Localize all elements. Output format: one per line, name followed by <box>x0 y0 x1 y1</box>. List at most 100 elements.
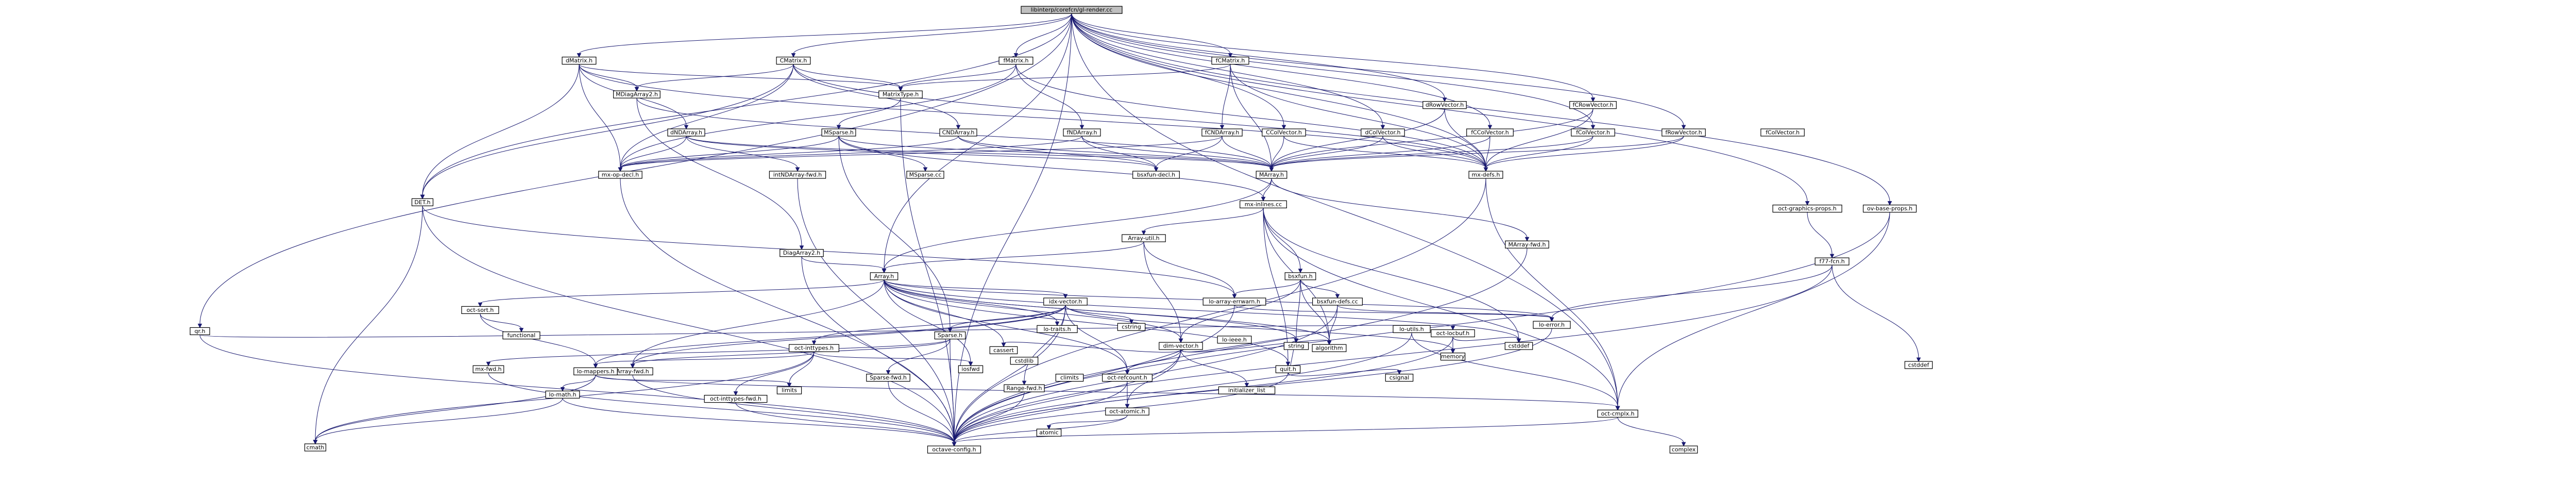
node-oct-inttypes-h[interactable]: oct-inttypes.h <box>788 344 839 352</box>
node-lo-error-h[interactable]: lo-error.h <box>1533 321 1571 329</box>
node-fcmatrix-h[interactable]: fCMatrix.h <box>1211 56 1249 65</box>
edge-msparse-to-mspcc <box>838 136 928 172</box>
node-array-h[interactable]: Array.h <box>870 272 899 280</box>
node-marray-fwd-h[interactable]: MArray-fwd.h <box>1505 240 1549 248</box>
node-memory[interactable]: memory <box>1440 352 1466 361</box>
node-cndarray-h[interactable]: CNDArray.h <box>939 128 977 137</box>
node-libinterp-corefcn-gl-render-cc[interactable]: libinterp/corefcn/gl-render.cc <box>1021 6 1123 14</box>
node-limits[interactable]: limits <box>776 386 802 394</box>
edge-sparsefwd-to-octaveconfig <box>888 381 957 447</box>
node-oct-inttypes-fwd-h[interactable]: oct-inttypes-fwd.h <box>704 394 768 403</box>
edge-line <box>884 279 1066 295</box>
node-dndarray-h[interactable]: dNDArray.h <box>667 128 705 137</box>
node-bsxfun-defs-cc[interactable]: bsxfun-defs.cc <box>1312 297 1363 306</box>
node-array-fwd-h[interactable]: Array-fwd.h <box>612 367 653 375</box>
node-fcolvector-h[interactable]: fColVector.h <box>1760 128 1805 137</box>
node-intndarray-fwd-h[interactable]: intNDArray-fwd.h <box>769 171 826 179</box>
node-sparse-fwd-h[interactable]: Sparse-fwd.h <box>866 373 910 382</box>
node-lo-mappers-h[interactable]: lo-mappers.h <box>573 367 618 375</box>
node-label: fColVector.h <box>1576 129 1610 136</box>
node-cstddef[interactable]: cstddef <box>1904 361 1933 369</box>
node-oct-graphics-props-h[interactable]: oct-graphics-props.h <box>1772 205 1842 213</box>
edge-line <box>954 381 1128 443</box>
node-mx-defs-h[interactable]: mx-defs.h <box>1468 171 1503 179</box>
node-bsxfun-h[interactable]: bsxfun.h <box>1284 272 1316 280</box>
node-lo-traits-h[interactable]: lo-traits.h <box>1037 325 1078 333</box>
node-msparse-h[interactable]: MSparse.h <box>821 128 856 137</box>
node-cassert[interactable]: cassert <box>989 346 1018 354</box>
node-lo-math-h[interactable]: lo-math.h <box>545 390 580 399</box>
node-iosfwd[interactable]: iosfwd <box>958 365 984 373</box>
node-bsxfun-decl-h[interactable]: bsxfun-decl.h <box>1132 171 1180 179</box>
node-det-h[interactable]: DET.h <box>411 198 434 206</box>
node-climits[interactable]: climits <box>1055 373 1084 382</box>
node-lo-utils-h[interactable]: lo-utils.h <box>1393 325 1431 333</box>
node-array-util-h[interactable]: Array-util.h <box>1122 234 1166 242</box>
node-fccolvector-h[interactable]: fCColVector.h <box>1466 128 1514 137</box>
node-lo-ieee-h[interactable]: lo-ieee.h <box>1217 336 1252 344</box>
node-initializer-list[interactable]: initializer_list <box>1218 386 1276 394</box>
node-msparse-cc[interactable]: MSparse.cc <box>906 171 944 179</box>
node-fndarray-h[interactable]: fNDArray.h <box>1063 128 1101 137</box>
node-oct-refcount-h[interactable]: oct-refcount.h <box>1102 373 1153 382</box>
node-dmatrix-h[interactable]: dMatrix.h <box>562 56 597 65</box>
node-algorithm[interactable]: algorithm <box>1312 344 1347 352</box>
node-frowvector-h[interactable]: fRowVector.h <box>1662 128 1706 137</box>
node-cstddef[interactable]: cstddef <box>1504 342 1533 350</box>
node-octave-config-h[interactable]: octave-config.h <box>927 445 981 454</box>
edge-line <box>620 136 839 169</box>
node-mdiagarray2-h[interactable]: MDiagArray2.h <box>613 90 660 98</box>
edge-line <box>884 279 1519 340</box>
node-cstring[interactable]: cstring <box>1117 323 1146 331</box>
node-diagarray2-h[interactable]: DiagArray2.h <box>779 249 824 257</box>
node-cmatrix-h[interactable]: CMatrix.h <box>776 56 811 65</box>
node-functional[interactable]: functional <box>502 331 540 340</box>
node-mx-fwd-h[interactable]: mx-fwd.h <box>472 365 504 373</box>
edge-line <box>1071 13 1486 169</box>
node-string[interactable]: string <box>1283 342 1309 350</box>
edge-arrowhead <box>1327 340 1332 345</box>
node-cmath[interactable]: cmath <box>304 443 327 452</box>
edge-sparseh-to-arrayfwd <box>630 339 951 369</box>
node-label: oct-cmplx.h <box>1601 410 1635 417</box>
node-idx-vector-h[interactable]: idx-vector.h <box>1043 297 1088 306</box>
node-fmatrix-h[interactable]: fMatrix.h <box>998 56 1033 65</box>
node-fcolvector-h[interactable]: fColVector.h <box>1571 128 1615 137</box>
node-range-fwd-h[interactable]: Range-fwd.h <box>1004 384 1045 392</box>
node-matrixtype-h[interactable]: MatrixType.h <box>878 90 923 98</box>
node-qr-h[interactable]: qr.h <box>190 327 210 336</box>
node-fcndarray-h[interactable]: fCNDArray.h <box>1201 128 1243 137</box>
node-cstdlib[interactable]: cstdlib <box>1010 357 1039 365</box>
edge-fmatrix-to-fndarray <box>1015 64 1084 130</box>
edge-arrowhead <box>1590 125 1596 130</box>
node-f77-fcn-h[interactable]: f77-fcn.h <box>1815 257 1850 266</box>
node-oct-locbuf-h[interactable]: oct-locbuf.h <box>1431 329 1475 338</box>
node-mx-op-decl-h[interactable]: mx-op-decl.h <box>598 171 642 179</box>
node-drowvector-h[interactable]: dRowVector.h <box>1422 101 1467 109</box>
node-box <box>1201 128 1243 137</box>
node-quit-h[interactable]: quit.h <box>1275 365 1301 373</box>
node-mx-inlines-cc[interactable]: mx-inlines.cc <box>1240 200 1287 208</box>
node-sparse-h[interactable]: Sparse.h <box>934 331 966 340</box>
node-ccolvector-h[interactable]: CColVector.h <box>1262 128 1306 137</box>
node-dcolvector-h[interactable]: dColVector.h <box>1361 128 1405 137</box>
node-complex[interactable]: complex <box>1669 445 1698 454</box>
node-fcrowvector-h[interactable]: fCRowVector.h <box>1569 101 1617 109</box>
edge-fmatrix-to-mtype <box>898 64 1016 92</box>
edge-octinttypesfwd-to-octaveconfig <box>735 402 957 447</box>
node-dim-vector-h[interactable]: dim-vector.h <box>1159 342 1203 350</box>
edge-dmatrix-to-mdiagarray <box>579 64 639 92</box>
edge-arrowhead <box>836 125 841 130</box>
node-oct-sort-h[interactable]: oct-sort.h <box>461 306 499 314</box>
edge-line <box>1485 108 1594 169</box>
node-marray-h[interactable]: MArray.h <box>1256 171 1287 179</box>
node-ov-base-props-h[interactable]: ov-base-props.h <box>1862 205 1917 213</box>
node-oct-atomic-h[interactable]: oct-atomic.h <box>1105 407 1149 416</box>
node-csignal[interactable]: csignal <box>1385 373 1414 382</box>
edge-intndarray-to-octaveconfig <box>797 178 957 447</box>
node-atomic[interactable]: atomic <box>1036 428 1062 437</box>
node-label: f77-fcn.h <box>1819 258 1844 265</box>
node-oct-cmplx-h[interactable]: oct-cmplx.h <box>1597 409 1638 418</box>
node-lo-array-errwarn-h[interactable]: lo-array-errwarn.h <box>1202 297 1266 306</box>
edge-arrowhead <box>1516 338 1521 343</box>
